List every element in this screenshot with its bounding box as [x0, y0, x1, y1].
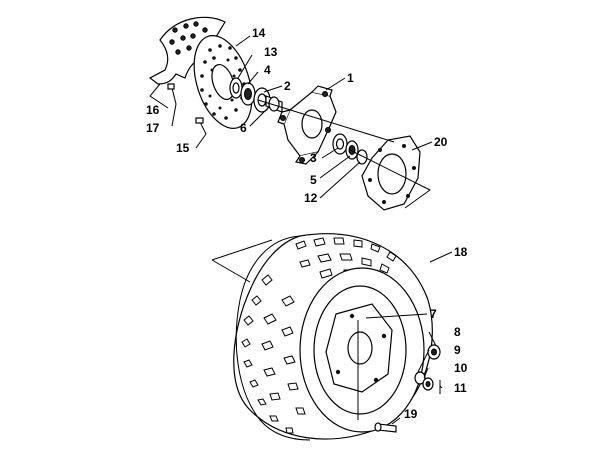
callout-10: 10: [454, 361, 468, 375]
callout-19: 19: [404, 407, 418, 421]
callout-5: 5: [310, 173, 317, 187]
washer-9-part: [414, 371, 426, 385]
callout-4: 4: [264, 63, 271, 77]
callout-15: 15: [176, 141, 190, 155]
bearing-3-part: [332, 133, 348, 155]
callout-13: 13: [264, 45, 278, 59]
brake-guard-part: [148, 16, 226, 85]
bolt-15-part: [195, 117, 207, 135]
wheel-hub-part: [277, 85, 337, 165]
callout-8: 8: [454, 325, 461, 339]
callout-6: 6: [240, 121, 247, 135]
seal-13-part: [229, 77, 243, 99]
callout-2: 2: [284, 79, 291, 93]
callout-12: 12: [304, 191, 318, 205]
callout-11: 11: [454, 381, 467, 395]
wheel-rim-part: [299, 267, 425, 433]
brake-disc-part: [193, 35, 253, 129]
seal-5-part: [345, 140, 359, 160]
callout-20: 20: [434, 135, 448, 149]
valve-stem-part: [374, 422, 397, 433]
nut-12-part: [356, 149, 368, 165]
adapter-plate-part: [361, 135, 421, 211]
callout-3: 3: [310, 151, 317, 165]
callout-17: 17: [146, 121, 160, 135]
nut-10-part: [422, 377, 434, 391]
callout-9: 9: [454, 343, 461, 357]
callout-16: 16: [146, 103, 160, 117]
callout-7: 7: [430, 307, 437, 321]
bearing-4-part: [240, 82, 256, 106]
callout-1: 1: [347, 71, 354, 85]
callout-18: 18: [454, 245, 468, 259]
leader-lines: [149, 35, 453, 425]
lug-nut-8-part: [427, 344, 441, 360]
spacer-6-part: [265, 95, 283, 113]
bolt-17-part: [167, 83, 177, 105]
callout-14: 14: [252, 26, 266, 40]
